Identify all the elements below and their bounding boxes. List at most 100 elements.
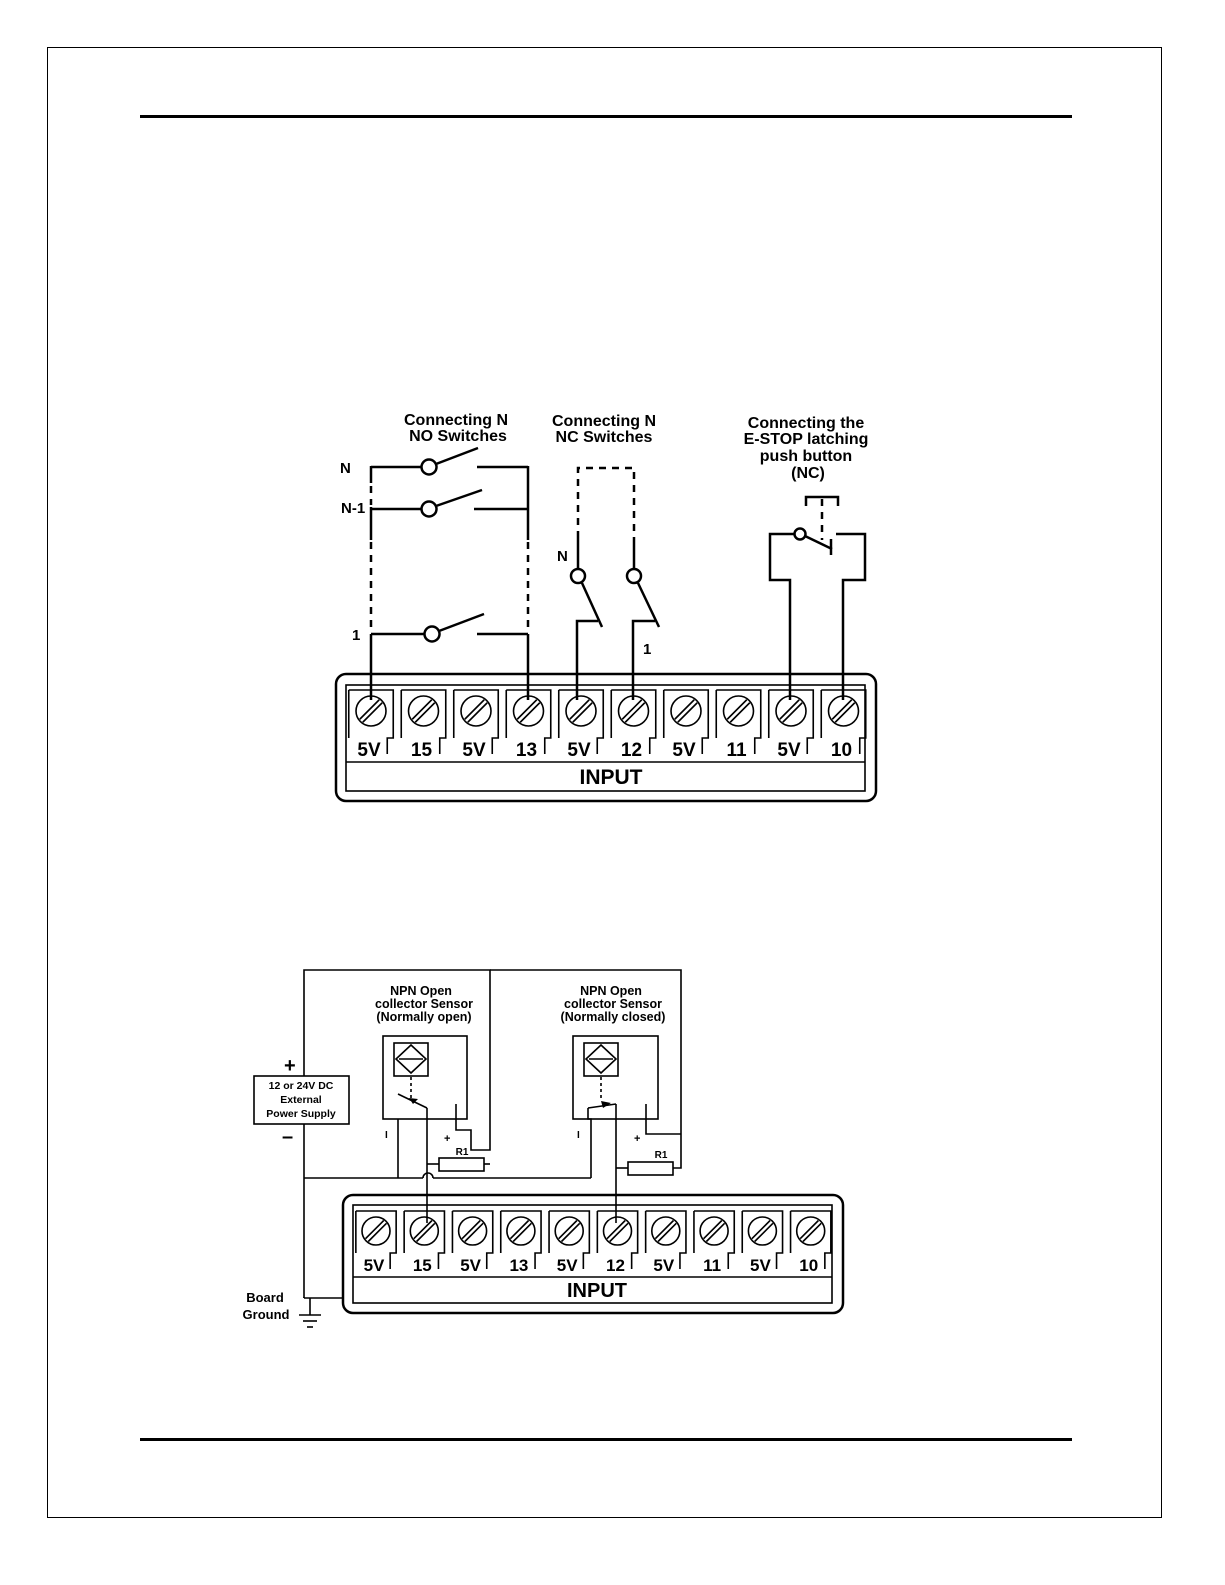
terminal-slot: [355, 1210, 397, 1269]
nc-switch-title-1: Connecting N: [552, 413, 656, 430]
sensor-nc-title-3: (Normally closed): [561, 1010, 666, 1024]
screw-slot-line: [751, 1219, 771, 1240]
terminal-label: 5V: [653, 1256, 674, 1275]
psu-text-1: 12 or 24V DC: [269, 1080, 334, 1092]
switch-wiring-diagram: Connecting N NO Switches Connecting N NC…: [334, 412, 878, 803]
r1-label-b: R1: [655, 1150, 668, 1161]
terminal-label: 5V: [557, 1256, 578, 1275]
sensor-nc-pin-plus: +: [634, 1133, 640, 1145]
no-switch-title-2: NO Switches: [409, 428, 507, 445]
terminal-label: 12: [621, 740, 642, 761]
screw-slot-line: [572, 702, 593, 723]
screw-slot-line: [802, 1222, 822, 1243]
sensor-normally-closed: I + R1: [572, 1035, 682, 1223]
input-label-2: INPUT: [567, 1280, 627, 1302]
screw-slot-line: [726, 699, 748, 720]
screw-slot-line: [467, 702, 488, 723]
terminal-screw: [512, 695, 545, 727]
screw-slot-line: [606, 1219, 626, 1240]
terminal-slot: [663, 689, 710, 754]
screw-slot-line: [831, 699, 853, 720]
screw-slot-line: [782, 702, 803, 723]
terminal-slot: [611, 689, 657, 754]
terminal-label: 5V: [462, 740, 486, 761]
terminal-screw: [670, 695, 702, 727]
terminal-screw: [506, 1216, 536, 1246]
estop-title-1: Connecting the: [748, 415, 865, 432]
nc-switch-title-2: NC Switches: [556, 429, 653, 446]
terminal-screw: [722, 695, 755, 727]
screw-slot-line: [516, 699, 538, 720]
sensor-nc-title-2: collector Sensor: [564, 997, 662, 1011]
terminal-label: 5V: [672, 740, 696, 761]
terminal-screw: [355, 695, 387, 727]
terminal-slot: [453, 689, 500, 754]
terminal-screw: [407, 695, 440, 727]
r1-label-a: R1: [456, 1147, 469, 1158]
psu-minus: –: [282, 1126, 293, 1148]
screw-slot-line: [560, 1222, 581, 1243]
screw-slot-line: [367, 1222, 388, 1243]
terminal-label: 15: [413, 1256, 432, 1275]
terminal-screw: [457, 1216, 488, 1246]
terminal-label: 5V: [750, 1256, 771, 1275]
screw-slot-line: [416, 1222, 436, 1243]
nc-switch-group: N 1: [557, 466, 661, 700]
screw-slot-line: [512, 1222, 532, 1243]
terminal-slot: [716, 689, 762, 754]
sensor-no-title-3: (Normally open): [376, 1010, 471, 1024]
terminal-screw: [554, 1216, 585, 1246]
screw-slot-line: [799, 1219, 819, 1240]
screw-slot-line: [558, 1219, 578, 1240]
screw-slot-line: [654, 1219, 675, 1240]
terminal-screw: [602, 1216, 633, 1246]
nc-label-1: 1: [643, 641, 651, 658]
terminal-label: 15: [411, 740, 433, 761]
terminal-screw: [747, 1216, 778, 1246]
screw-slot-line: [364, 1219, 385, 1240]
nc-label-n: N: [557, 548, 568, 565]
screw-slot-line: [461, 1219, 481, 1240]
terminal-screw: [795, 1216, 826, 1246]
screw-slot-line: [359, 699, 380, 720]
terminal-slot: [558, 689, 605, 754]
screw-slot-line: [624, 702, 646, 723]
screw-slot-line: [677, 702, 698, 723]
terminal-screw: [361, 1216, 391, 1246]
terminal-slot: [348, 689, 395, 754]
sensor-nc-pin-minus: I: [577, 1130, 580, 1141]
terminal-label: 5V: [364, 1256, 385, 1275]
label-n-1: N-1: [341, 500, 365, 517]
screw-slot-line: [569, 699, 590, 720]
screw-slot-line: [754, 1222, 774, 1243]
sensor-no-title-1: NPN Open: [390, 984, 452, 998]
sensor-no-pin-plus: +: [444, 1133, 450, 1145]
terminal-label: 5V: [777, 740, 801, 761]
screw-slot-line: [464, 699, 485, 720]
psu-plus: +: [284, 1055, 296, 1077]
terminal-screw: [827, 695, 860, 727]
estop-title-2: E-STOP latching: [744, 431, 869, 448]
sensor-no-title-2: collector Sensor: [375, 997, 473, 1011]
page-frame: [47, 47, 1162, 1518]
terminal-slot: [693, 1210, 736, 1269]
terminal-slot: [768, 689, 815, 754]
terminal-label: 11: [703, 1256, 721, 1275]
footer-rule: [140, 1438, 1072, 1441]
psu-text-2: External: [280, 1094, 322, 1106]
sensor-normally-open: I + R1: [382, 1035, 491, 1223]
screw-slot-line: [413, 1219, 433, 1240]
terminal-slot: [404, 1210, 446, 1269]
screw-slot-line: [509, 1219, 530, 1240]
terminal-screw: [617, 695, 650, 727]
ground-label-1: Board: [246, 1290, 284, 1305]
no-switch-title-1: Connecting N: [404, 412, 508, 429]
terminal-slot: [645, 1210, 687, 1269]
terminal-label: 10: [799, 1256, 818, 1275]
terminal-label: 5V: [567, 740, 591, 761]
terminal-screw: [409, 1216, 440, 1246]
screw-slot-line: [362, 702, 383, 723]
terminal-slot: [549, 1210, 591, 1269]
